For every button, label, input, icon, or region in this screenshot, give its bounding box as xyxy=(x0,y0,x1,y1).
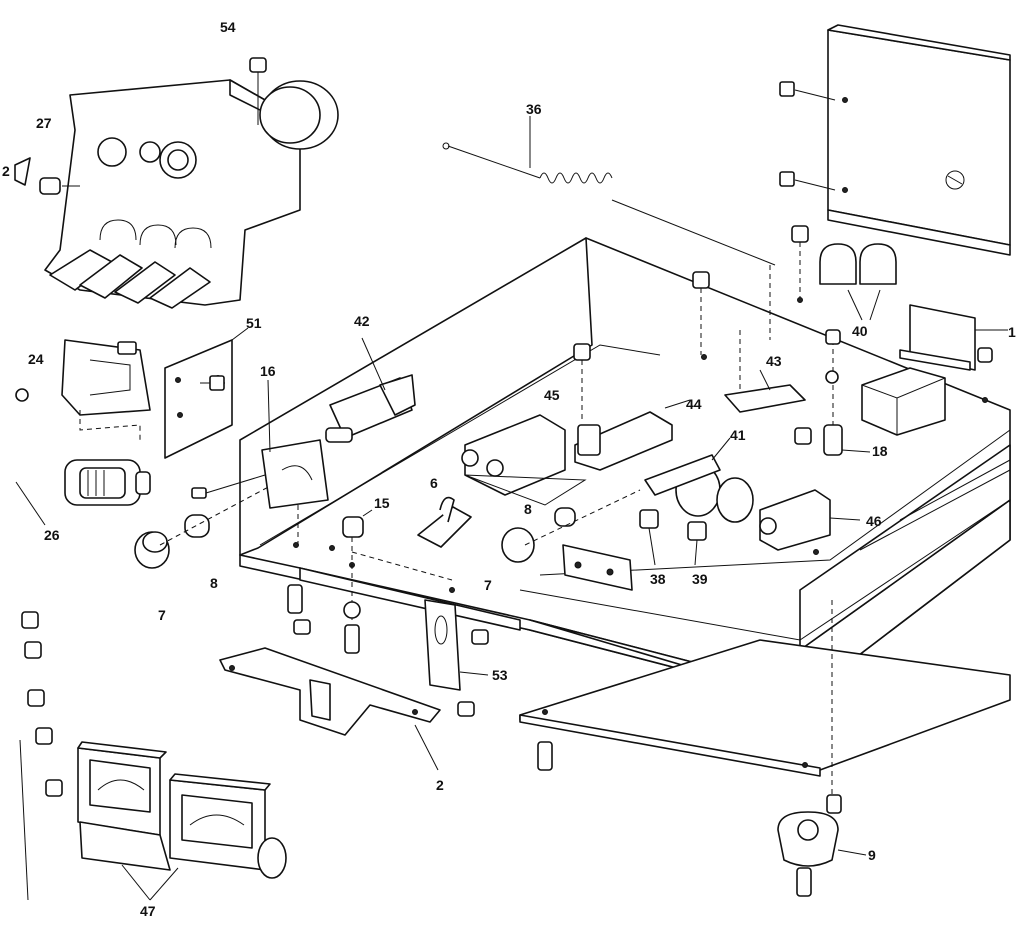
callout-1: 1 xyxy=(1008,324,1016,340)
callout-51: 51 xyxy=(246,315,262,331)
callout-47: 47 xyxy=(140,903,156,919)
callout-27: 27 xyxy=(36,115,52,131)
callout-40: 40 xyxy=(852,323,868,339)
callout-labels: 54 27 2 24 26 51 16 42 36 45 43 44 41 40… xyxy=(2,19,1016,919)
chassis-screws xyxy=(573,225,993,445)
callout-2: 2 xyxy=(436,777,444,793)
callout-9: 9 xyxy=(868,847,876,863)
callout-53: 53 xyxy=(492,667,508,683)
callout-8-right: 8 xyxy=(524,501,532,517)
part-46 xyxy=(759,489,861,551)
callout-46: 46 xyxy=(866,513,882,529)
callout-42: 42 xyxy=(354,313,370,329)
switch-assembly-24 xyxy=(15,339,151,526)
relay-42 xyxy=(325,337,416,443)
callout-36: 36 xyxy=(526,101,542,117)
bottom-plate xyxy=(519,600,1011,800)
part-41 xyxy=(644,437,754,523)
part-1 xyxy=(899,304,1008,371)
callout-38: 38 xyxy=(650,571,666,587)
callout-39: 39 xyxy=(692,571,708,587)
left-screws xyxy=(19,611,63,901)
callout-26: 26 xyxy=(44,527,60,543)
board-51 xyxy=(164,327,249,459)
bracket-53 xyxy=(424,599,489,717)
callout-8-left: 8 xyxy=(210,575,218,591)
part-15 xyxy=(342,509,453,620)
callout-2-top: 2 xyxy=(2,163,10,179)
callout-45: 45 xyxy=(544,387,560,403)
callout-7-left: 7 xyxy=(158,607,166,623)
callout-16: 16 xyxy=(260,363,276,379)
spring-36 xyxy=(442,116,776,340)
part-40 xyxy=(819,243,897,321)
spacer-18 xyxy=(823,340,871,456)
part-6 xyxy=(417,496,472,548)
parts-38-39 xyxy=(562,509,707,591)
bottom-screws xyxy=(287,584,842,897)
tape-deck-mechanism xyxy=(14,57,339,309)
meters-47 xyxy=(77,741,287,901)
knob-7-left xyxy=(134,469,301,569)
callout-18: 18 xyxy=(872,443,888,459)
callout-6: 6 xyxy=(430,475,438,491)
bracket-16 xyxy=(191,379,329,545)
part-45 xyxy=(461,414,587,506)
knob-7-right xyxy=(501,489,641,563)
callout-44: 44 xyxy=(686,396,702,412)
main-chassis xyxy=(239,237,1011,701)
block xyxy=(861,367,946,436)
foot-9 xyxy=(777,811,867,867)
callout-43: 43 xyxy=(766,353,782,369)
callout-7-right: 7 xyxy=(484,577,492,593)
callout-24: 24 xyxy=(28,351,44,367)
bracket-2 xyxy=(219,647,441,771)
part-44 xyxy=(574,399,691,471)
callout-54: 54 xyxy=(220,19,236,35)
callout-41: 41 xyxy=(730,427,746,443)
part-43 xyxy=(724,330,806,413)
callout-15: 15 xyxy=(374,495,390,511)
rear-panel xyxy=(779,24,1011,256)
